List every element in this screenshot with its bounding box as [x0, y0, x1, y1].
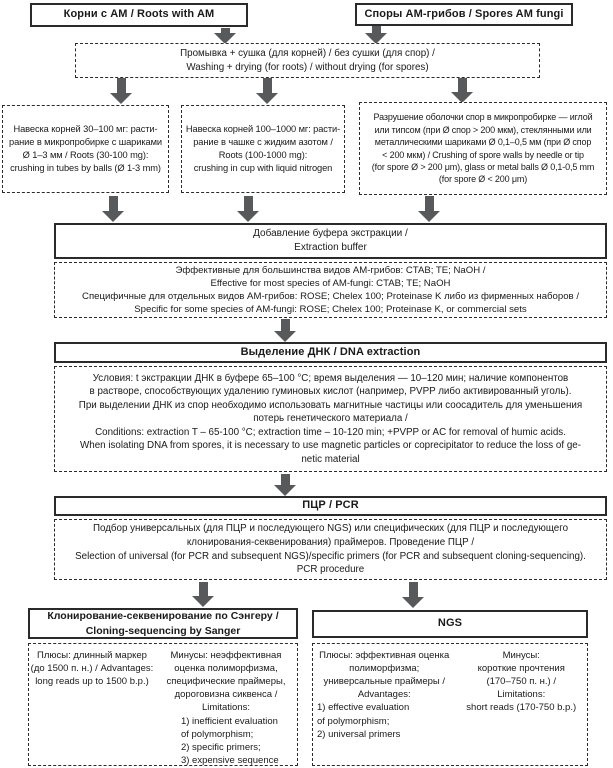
node-text: Специфичные для отдельных видов АМ-грибо… — [82, 291, 579, 302]
node-text: или типсом (при Ø спор > 200 мкм), стекл… — [374, 124, 592, 135]
node-text: (for spore Ø > 200 μm), glass or metal b… — [371, 161, 595, 172]
arrow-down-icon — [102, 196, 124, 222]
node-label: ПЦР / PCR — [302, 499, 359, 512]
ngs-node: NGS — [312, 610, 588, 638]
node-text: < 200 мкм) / Crushing of spore walls by … — [382, 149, 584, 160]
node-text: полиморфизма; — [349, 663, 420, 675]
node-text: рание в микропробирке с шариками — [9, 137, 162, 148]
node-text: короткие прочтения — [477, 663, 565, 675]
node-text: When isolating DNA from spores, it is ne… — [80, 440, 581, 452]
spore-wall-crushing-node: Разрушение оболочки спор в микропробирке… — [359, 102, 607, 195]
node-text: (170–750 п. н.) / — [486, 676, 556, 688]
arrow-down-icon — [451, 78, 473, 103]
pros-cons-columns: Плюсы: длинный маркер (до 1500 п. н.) / … — [29, 649, 297, 767]
node-text: (до 1500 п. н.) / Advantages: — [30, 663, 154, 675]
dna-extraction-node: Выделение ДНК / DNA extraction — [54, 342, 607, 363]
arrow-down-icon — [110, 78, 132, 104]
node-text: Подбор универсальных (для ПЦР и последую… — [92, 523, 569, 535]
node-text: оценка полиморфизма, — [174, 663, 278, 675]
arrow-down-icon — [256, 78, 278, 104]
node-text: Условия: t экстракции ДНК в буфере 65–10… — [92, 372, 569, 384]
node-text: Плюсы: длинный маркер — [37, 650, 147, 661]
node-text: дороговизна сиквенса / — [174, 689, 278, 701]
node-label: Корни с АМ / Roots with AM — [63, 8, 215, 21]
node-text: клонирования-секвенирования) праймеров. … — [186, 536, 475, 548]
node-text: long reads up to 1500 b.p.) — [35, 676, 149, 688]
arrow-down-icon — [274, 319, 296, 342]
node-label: NGS — [437, 617, 463, 630]
node-text: 2) specific primers; — [180, 741, 261, 753]
ngs-pros-column: Плюсы: эффективная оценка полиморфизма; … — [313, 649, 455, 741]
node-label: Споры АМ-грибов / Spores AM fungi — [364, 7, 564, 20]
roots-with-am-node: Корни с АМ / Roots with AM — [30, 3, 248, 27]
node-text: of polymorphism; — [180, 728, 254, 740]
node-text: рание в чашке с жидким азотом / — [193, 137, 333, 148]
primers-selection-node: Подбор универсальных (для ПЦР и последую… — [54, 519, 607, 580]
node-label: Cloning-sequencing by Sanger — [85, 624, 241, 637]
node-text: Conditions: extraction T – 65-100 °C; ex… — [95, 426, 566, 438]
node-text: потерь генетического материала / — [253, 413, 408, 425]
node-text: PCR procedure — [296, 564, 365, 576]
node-text: of polymorphism; — [317, 715, 390, 727]
arrow-down-icon — [214, 28, 236, 44]
sanger-pros-column: Плюсы: длинный маркер (до 1500 п. н.) / … — [29, 649, 155, 688]
node-text: Минусы: — [502, 650, 540, 661]
dna-conditions-node: Условия: t экстракции ДНК в буфере 65–10… — [54, 366, 607, 472]
node-text: Навеска корней 100–1000 мг: расти- — [185, 124, 341, 135]
node-text: Минусы: неэффективная — [170, 650, 282, 661]
ngs-cons-column: Минусы: короткие прочтения (170–750 п. н… — [455, 649, 587, 715]
sanger-pros-cons-node: Плюсы: длинный маркер (до 1500 п. н.) / … — [28, 643, 298, 766]
node-text: в растворе, способствующих удалению гуми… — [89, 386, 572, 398]
washing-drying-node: Промывка + сушка (для корней) / без сушк… — [75, 43, 540, 78]
node-text: специфические праймеры, — [166, 676, 286, 688]
arrow-down-icon — [192, 582, 214, 607]
node-text: short reads (170-750 b.p.) — [466, 702, 577, 714]
ngs-pros-cons-node: Плюсы: эффективная оценка полиморфизма; … — [312, 643, 588, 766]
node-text: crushing in tubes by balls (Ø 1-3 mm) — [10, 162, 161, 173]
extraction-buffer-node: Добавление буфера экстракции / Extractio… — [54, 223, 607, 259]
sanger-cons-column: Минусы: неэффективная оценка полиморфизм… — [155, 649, 297, 767]
node-label: Выделение ДНК / DNA extraction — [240, 345, 421, 358]
node-text: 1) effective evaluation — [317, 702, 410, 714]
node-text: crushing in cup with liquid nitrogen — [193, 162, 333, 173]
pcr-node: ПЦР / PCR — [54, 496, 607, 516]
arrow-down-icon — [365, 26, 387, 44]
node-text: 3) expensive sequence — [180, 754, 279, 766]
node-text: Roots (100-1000 mg): — [218, 150, 308, 160]
node-text: Разрушение оболочки спор в микропробирке… — [373, 112, 593, 123]
arrow-down-icon — [402, 582, 424, 608]
node-text: металлическими шариками Ø 0,1–0,5 мм (пр… — [374, 137, 592, 148]
node-text: netic material — [301, 453, 360, 465]
node-text: Selection of universal (for PCR and subs… — [75, 550, 586, 562]
node-text: Добавление буфера экстракции / — [253, 228, 408, 240]
node-text: 1) inefficient evaluation — [180, 715, 278, 727]
node-text: Промывка + сушка (для корней) / без сушк… — [180, 47, 435, 59]
node-text: универсальные праймеры / — [323, 676, 446, 688]
node-label: Клонирование-секвенирование по Сэнгеру / — [47, 610, 279, 623]
arrow-down-icon — [274, 474, 296, 496]
node-text: Extraction buffer — [294, 242, 367, 253]
roots-large-crushing-node: Навеска корней 100–1000 мг: расти- рание… — [181, 105, 345, 193]
node-text: 2) universal primers — [317, 728, 401, 740]
node-text: Effective for most species of AM-fungi: … — [210, 277, 451, 289]
node-text: Ø 1–3 мм / Roots (30-100 mg): — [22, 150, 149, 160]
node-text: Limitations: — [201, 702, 250, 714]
node-text: Specific for some species of AM-fungi: R… — [134, 304, 527, 316]
arrow-down-icon — [237, 196, 259, 222]
node-text: Навеска корней 30–100 мг: расти- — [13, 124, 158, 135]
node-text: Advantages: — [357, 689, 411, 701]
node-text: При выделении ДНК из спор необходимо исп… — [78, 399, 583, 411]
sanger-sequencing-node: Клонирование-секвенирование по Сэнгеру /… — [28, 608, 298, 639]
buffer-types-node: Эффективные для большинства видов АМ-гри… — [54, 262, 607, 318]
node-text: Washing + drying (for roots) / without d… — [186, 61, 429, 73]
node-text: Плюсы: эффективная оценка — [319, 650, 450, 661]
node-text: Эффективные для большинства видов АМ-гри… — [175, 264, 486, 276]
spores-am-fungi-node: Споры АМ-грибов / Spores AM fungi — [355, 3, 573, 26]
node-text: Limitations: — [497, 689, 546, 701]
pros-cons-columns: Плюсы: эффективная оценка полиморфизма; … — [313, 649, 587, 741]
node-text: (for spore Ø < 200 μm) — [438, 174, 528, 185]
roots-small-crushing-node: Навеска корней 30–100 мг: расти- рание в… — [2, 105, 169, 193]
arrow-down-icon — [418, 196, 440, 222]
